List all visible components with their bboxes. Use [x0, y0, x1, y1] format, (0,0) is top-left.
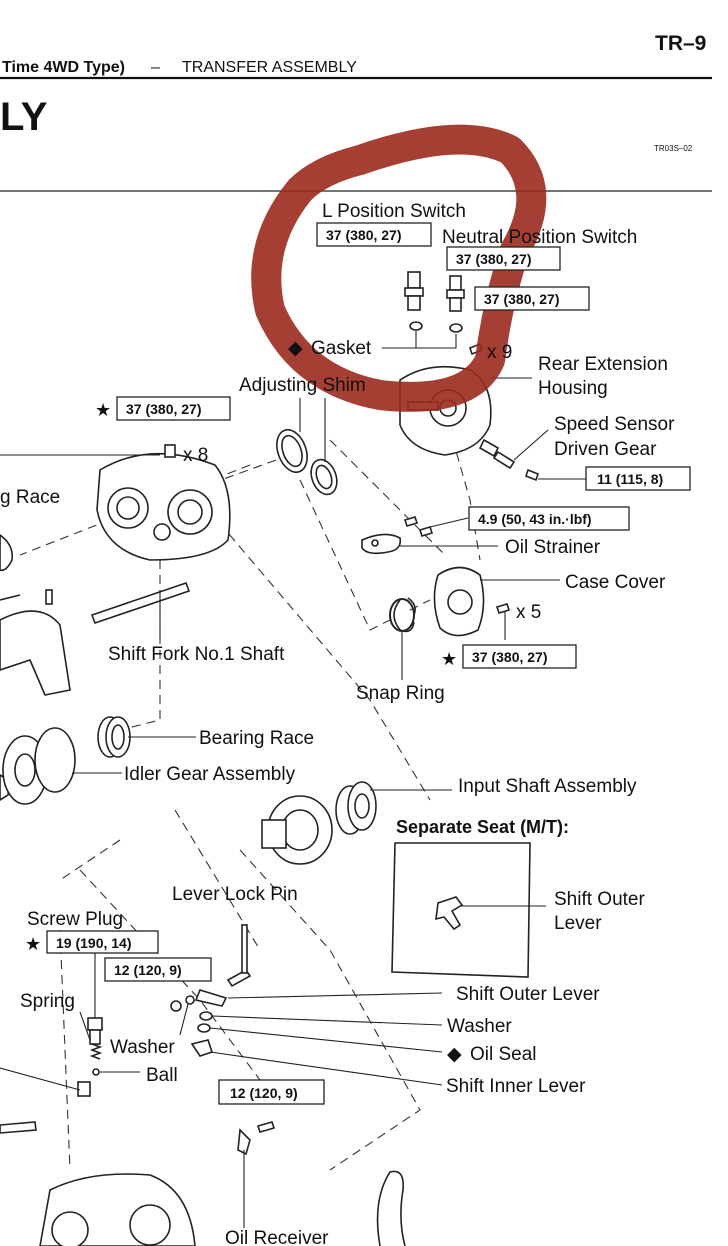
torque-neutral-switch: 37 (380, 27)	[456, 251, 532, 267]
label-lever-lock-pin: Lever Lock Pin	[172, 884, 298, 905]
label-adjusting-shim: Adjusting Shim	[239, 375, 366, 396]
header-section-bold: Time 4WD Type)	[2, 59, 125, 76]
label-input-shaft: Input Shaft Assembly	[458, 776, 637, 797]
lever-group-part	[170, 989, 276, 1156]
separate-seat-inset	[391, 842, 531, 978]
lever-lock-pin-part	[226, 924, 252, 988]
torque-oil-strainer: 4.9 (50, 43 in.·lbf)	[478, 511, 592, 527]
label-snap-ring: Snap Ring	[356, 683, 445, 704]
label-shift-outer-lever: Shift Outer Lever	[456, 984, 600, 1005]
label-rear-extension-2: Housing	[538, 378, 608, 399]
torque-box-neutral-second: 37 (380, 27)	[474, 286, 590, 311]
oil-strainer-part	[361, 516, 434, 555]
header-dash: –	[151, 59, 160, 76]
shift-fork-shaft-part	[90, 581, 191, 625]
torque-speed-sensor: 11 (115, 8)	[597, 471, 663, 487]
torque-box-oil-receiver: 12 (120, 9)	[218, 1079, 325, 1105]
page-number: TR–9	[655, 32, 706, 55]
neutral-position-switch-part	[446, 275, 465, 333]
speed-sensor-leader	[513, 429, 586, 480]
label-x5: x 5	[516, 602, 541, 623]
label-rear-extension-1: Rear Extension	[538, 354, 668, 375]
label-spring: Spring	[20, 991, 75, 1012]
label-oil-strainer: Oil Strainer	[505, 537, 601, 558]
diamond-gasket: ◆	[288, 338, 303, 359]
label-neutral-position-switch: Neutral Position Switch	[442, 227, 637, 248]
idler-gear-part	[2, 727, 76, 805]
star-front-bolts: ★	[95, 400, 111, 420]
label-idler-gear: Idler Gear Assembly	[124, 764, 296, 785]
label-speed-sensor-2: Driven Gear	[554, 439, 657, 460]
adjusting-shim-leader	[299, 398, 326, 462]
torque-box-front-bolts: ★ 37 (380, 27)	[95, 396, 231, 421]
label-inset-shift-outer-2: Lever	[554, 913, 602, 934]
label-g-race: g Race	[0, 487, 60, 508]
case-cover-leader	[480, 579, 560, 640]
label-inset-shift-outer-1: Shift Outer	[554, 889, 645, 910]
label-screw-plug: Screw Plug	[27, 909, 123, 930]
label-case-cover: Case Cover	[565, 572, 666, 593]
torque-screw-plug: 19 (190, 14)	[56, 935, 132, 951]
label-bearing-race: Bearing Race	[199, 728, 314, 749]
screw-plug-part	[77, 1017, 103, 1097]
label-oil-receiver: Oil Receiver	[225, 1228, 329, 1246]
hand-drawn-circle-annotation	[251, 124, 547, 412]
washer-left-leader	[179, 1003, 189, 1036]
torque-box-speed-sensor: 11 (115, 8)	[585, 466, 691, 491]
input-shaft-part	[261, 781, 377, 865]
label-x9: x 9	[487, 342, 512, 363]
bottom-parts	[0, 1121, 406, 1246]
torque-box-screw-plug: ★ 19 (190, 14)	[25, 930, 159, 954]
diamond-oil-seal: ◆	[447, 1044, 462, 1065]
label-l-position-switch: L Position Switch	[322, 201, 466, 222]
left-rod-leader	[0, 1067, 81, 1091]
gasket-leader	[382, 331, 457, 349]
label-separate-seat: Separate Seat (M/T):	[396, 817, 569, 837]
transfer-case-part	[96, 444, 231, 561]
page-title-fragment: LY	[0, 95, 48, 139]
figure-code: TR03S–02	[654, 144, 693, 153]
oil-seal-leader	[209, 1027, 443, 1053]
label-washer-left: Washer	[110, 1037, 175, 1058]
torque-l-switch: 37 (380, 27)	[326, 227, 402, 243]
shift-outer-lever-leader	[227, 992, 443, 999]
torque-lever-bolt: 12 (120, 9)	[114, 962, 182, 978]
page-header: Time 4WD Type) – TRANSFER ASSEMBLY TR–9 …	[0, 32, 712, 192]
label-washer-right: Washer	[447, 1016, 512, 1037]
label-x8: x 8	[183, 445, 208, 466]
torque-box-oil-strainer: 4.9 (50, 43 in.·lbf)	[468, 506, 630, 531]
label-speed-sensor-1: Speed Sensor	[554, 414, 675, 435]
spring-leader	[79, 1011, 91, 1041]
oil-strainer-leader	[400, 517, 498, 547]
bearing-race-part	[97, 716, 131, 758]
torque-box-l-switch: 37 (380, 27)	[316, 222, 432, 247]
label-shift-inner-lever: Shift Inner Lever	[446, 1076, 586, 1097]
speed-sensor-part	[478, 438, 539, 482]
torque-box-case-cover: ★ 37 (380, 27)	[441, 644, 577, 669]
l-position-switch-part	[404, 271, 424, 331]
torque-box-lever-bolt: 12 (120, 9)	[104, 957, 212, 982]
label-oil-seal: Oil Seal	[470, 1044, 537, 1065]
label-shift-fork-shaft: Shift Fork No.1 Shaft	[108, 644, 285, 665]
case-cover-part	[433, 566, 511, 637]
washer-right-leader	[211, 1015, 443, 1026]
torque-box-neutral-switch: 37 (380, 27)	[446, 246, 561, 271]
header-section-name: TRANSFER ASSEMBLY	[182, 59, 357, 76]
torque-oil-receiver: 12 (120, 9)	[230, 1085, 298, 1101]
adjusting-shim-part	[276, 428, 338, 496]
star-screw-plug: ★	[25, 934, 41, 954]
inner-lever-leader	[209, 1051, 443, 1086]
torque-front-bolts: 37 (380, 27)	[126, 401, 202, 417]
torque-case-cover: 37 (380, 27)	[472, 649, 548, 665]
label-ball: Ball	[146, 1065, 178, 1086]
label-gasket: Gasket	[311, 338, 372, 359]
star-case-cover: ★	[441, 649, 457, 669]
torque-neutral-second: 37 (380, 27)	[484, 291, 560, 307]
snap-ring-part	[389, 597, 416, 633]
